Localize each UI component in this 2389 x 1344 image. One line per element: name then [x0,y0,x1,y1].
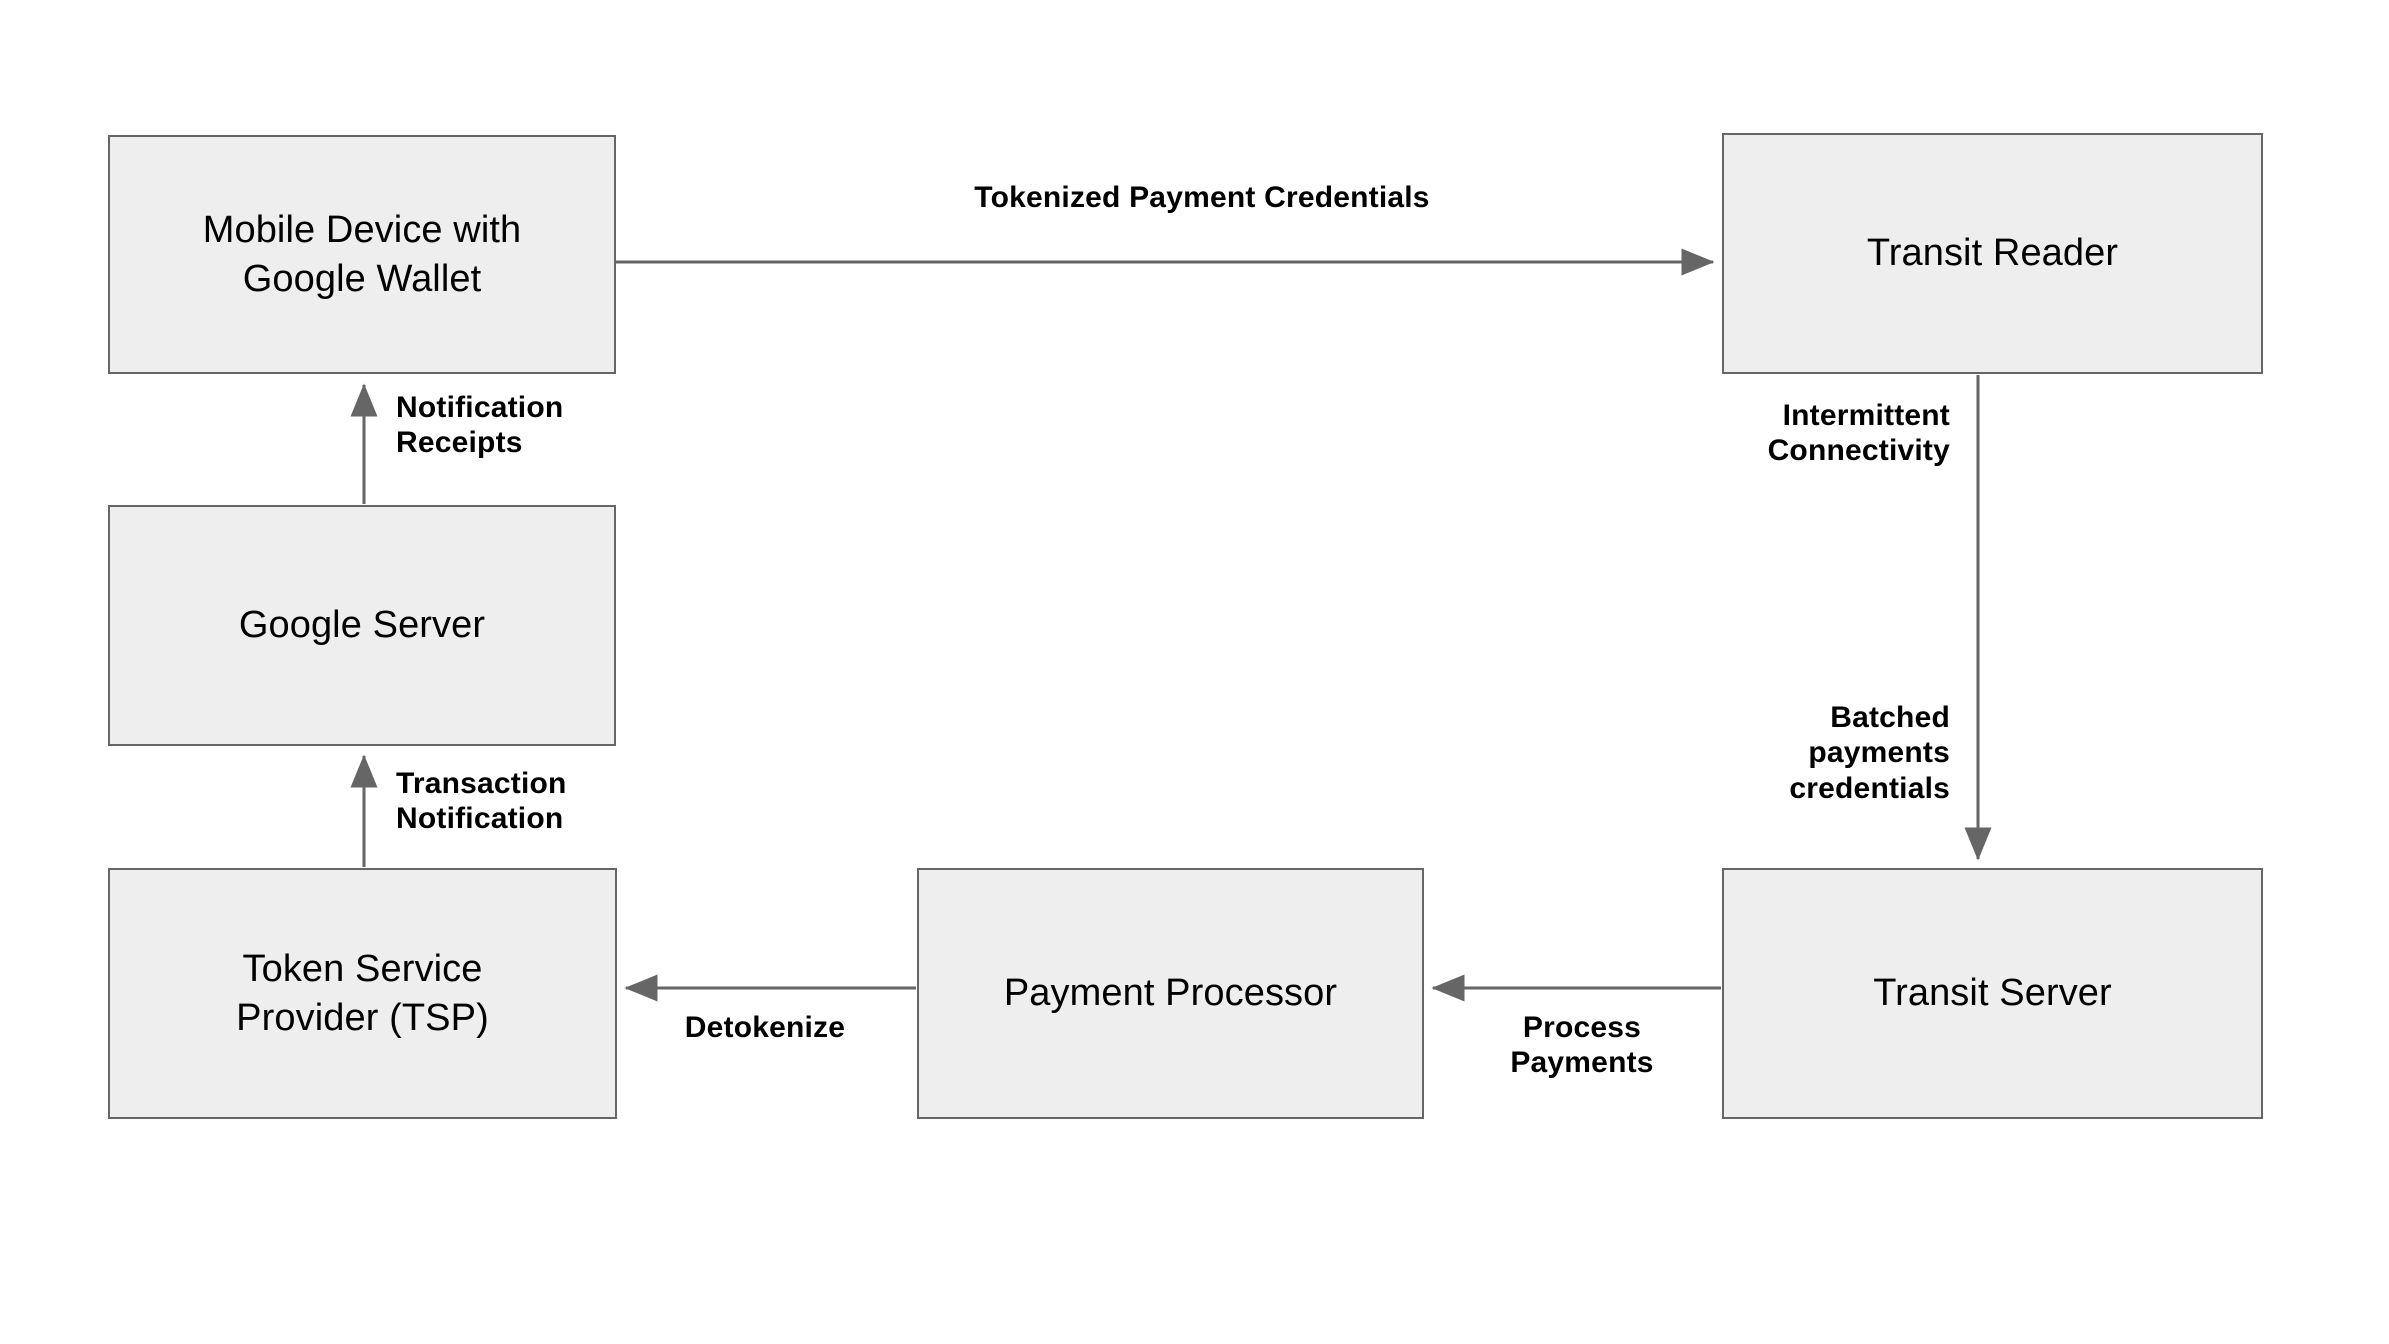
edge-label-intermittent-connectivity: Intermittent Connectivity [1767,399,1950,468]
node-token-service-provider[interactable]: Token Service Provider (TSP) [108,868,617,1119]
node-google-server-label: Google Server [238,604,486,647]
edge-label-transaction-notification: Transaction Notification [396,767,567,836]
node-transit-server-label: Transit Server [1873,972,2112,1015]
node-mobile-device-label: Mobile Device with Google Wallet [202,208,522,300]
edge-label-tokenized-payment-credentials: Tokenized Payment Credentials [974,181,1430,214]
node-payment-processor[interactable]: Payment Processor [917,868,1424,1119]
edge-label-notification-receipts: Notification Receipts [396,391,564,460]
node-token-service-provider-label: Token Service Provider (TSP) [236,947,489,1039]
edge-label-batched-payments-credentials: Batched payments credentials [1789,701,1950,805]
node-transit-reader[interactable]: Transit Reader [1722,133,2263,374]
node-transit-reader-label: Transit Reader [1866,232,2119,275]
edge-label-detokenize: Detokenize [684,1011,846,1044]
node-transit-server[interactable]: Transit Server [1722,868,2263,1119]
node-payment-processor-label: Payment Processor [1003,972,1338,1015]
node-mobile-device[interactable]: Mobile Device with Google Wallet [108,135,616,374]
edge-label-process-payments: Process Payments [1510,1011,1654,1080]
node-google-server[interactable]: Google Server [108,505,616,746]
